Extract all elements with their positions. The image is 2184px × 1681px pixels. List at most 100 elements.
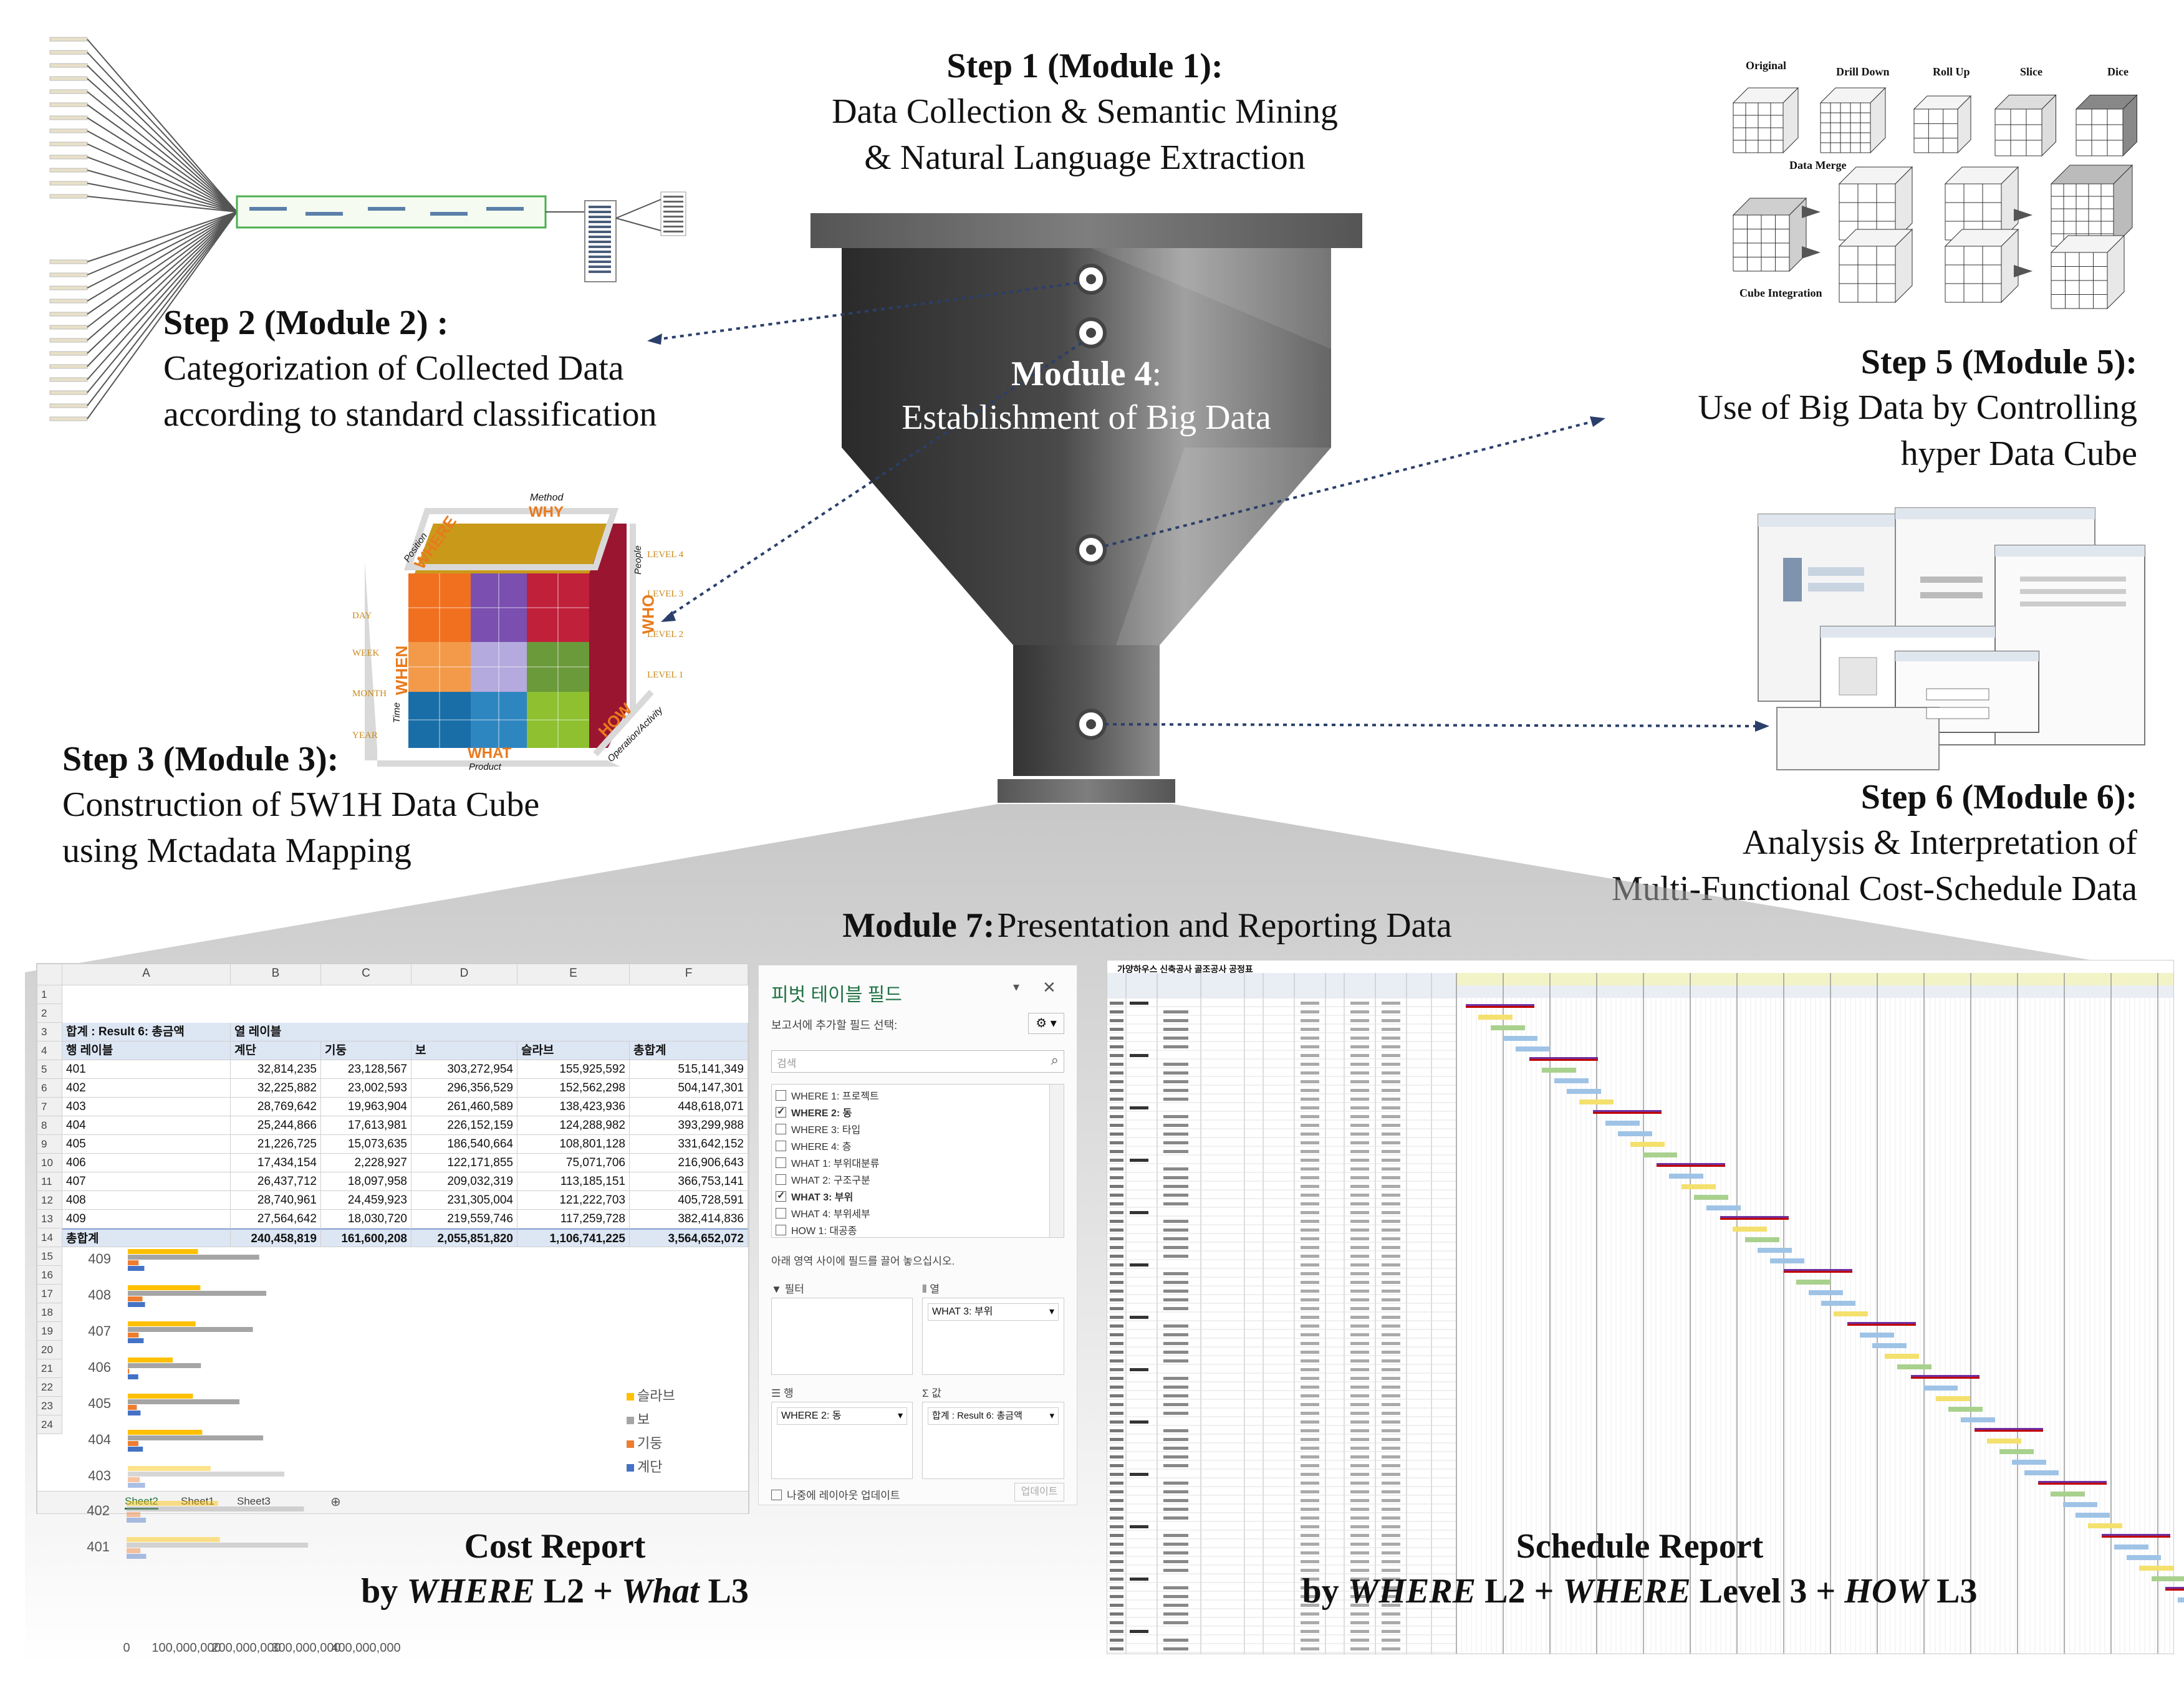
pivot-columns-area[interactable]: ⦀ 열 WHAT 3: 부위▾ (922, 1280, 1064, 1375)
total-cell[interactable]: 161,600,208 (321, 1228, 411, 1247)
total-cell[interactable]: 3,564,652,072 (630, 1228, 748, 1247)
pivot-field-item[interactable]: WHERE 2: 동 (776, 1103, 1060, 1122)
checkbox[interactable] (776, 1103, 786, 1120)
pivot-close-icon[interactable]: ✕ (1042, 978, 1056, 997)
select-all-corner[interactable] (37, 964, 62, 985)
row-number[interactable]: 12 (37, 1191, 62, 1210)
pivot-values-item[interactable]: 합계 : Result 6: 총금액▾ (928, 1407, 1059, 1425)
table-cell[interactable]: 32,814,235 (231, 1060, 321, 1079)
table-cell[interactable]: 17,434,154 (231, 1154, 321, 1172)
column-header[interactable]: B (231, 964, 321, 985)
pivot-field-item[interactable]: WHAT 2: 구조구분 (776, 1172, 1060, 1189)
row-number[interactable]: 14 (37, 1228, 62, 1247)
table-cell[interactable]: 138,423,936 (517, 1098, 630, 1116)
table-cell[interactable]: 17,613,981 (321, 1116, 411, 1135)
checkbox[interactable] (776, 1141, 786, 1152)
table-cell[interactable]: 2,228,927 (321, 1154, 411, 1172)
row-number[interactable]: 3 (37, 1023, 62, 1042)
table-cell[interactable]: 18,097,958 (321, 1172, 411, 1191)
table-cell[interactable]: 186,540,664 (411, 1135, 517, 1154)
column-header[interactable]: E (517, 964, 630, 985)
row-number[interactable]: 5 (37, 1060, 62, 1079)
checkbox[interactable] (776, 1174, 786, 1185)
table-cell[interactable]: 331,642,152 (630, 1135, 748, 1154)
pivot-rows-item[interactable]: WHERE 2: 동▾ (777, 1407, 907, 1425)
table-cell[interactable]: 113,185,151 (517, 1172, 630, 1191)
table-cell[interactable]: 448,618,071 (630, 1098, 748, 1116)
table-cell[interactable]: 18,030,720 (321, 1210, 411, 1228)
row-number[interactable]: 24 (37, 1415, 62, 1434)
table-cell[interactable]: 23,002,593 (321, 1079, 411, 1098)
table-cell[interactable]: 19,963,904 (321, 1098, 411, 1116)
row-number[interactable]: 19 (37, 1322, 62, 1341)
table-cell[interactable]: 108,801,128 (517, 1135, 630, 1154)
pivot-update-button[interactable]: 업데이트 (1014, 1483, 1064, 1501)
pivot-column-header[interactable]: 기둥 (321, 1042, 411, 1060)
checkbox[interactable] (776, 1187, 786, 1204)
table-cell[interactable]: 404 (62, 1116, 231, 1135)
row-number[interactable]: 8 (37, 1116, 62, 1135)
row-number[interactable]: 20 (37, 1341, 62, 1359)
table-cell[interactable]: 382,414,836 (630, 1210, 748, 1228)
pivot-dropdown-icon[interactable]: ▾ (1013, 980, 1020, 994)
pivot-column-header[interactable]: 보 (411, 1042, 517, 1060)
table-cell[interactable]: 231,305,004 (411, 1191, 517, 1210)
table-cell[interactable]: 402 (62, 1079, 231, 1098)
row-number[interactable]: 23 (37, 1397, 62, 1415)
pivot-field-item[interactable]: WHAT 1: 부위대분류 (776, 1156, 1060, 1172)
row-number[interactable]: 16 (37, 1266, 62, 1285)
total-cell[interactable]: 1,106,741,225 (517, 1228, 630, 1247)
table-cell[interactable]: 121,222,703 (517, 1191, 630, 1210)
row-number[interactable]: 6 (37, 1079, 62, 1098)
sheet-tab[interactable]: Sheet3 (237, 1495, 271, 1507)
pivot-column-header[interactable]: 계단 (231, 1042, 321, 1060)
checkbox[interactable] (776, 1157, 786, 1169)
row-number[interactable]: 11 (37, 1172, 62, 1191)
pivot-column-header[interactable]: 총합계 (630, 1042, 748, 1060)
pivot-row-label[interactable]: 행 레이블 (62, 1042, 231, 1060)
pivot-columns-item[interactable]: WHAT 3: 부위▾ (928, 1303, 1059, 1321)
table-cell[interactable]: 303,272,954 (411, 1060, 517, 1079)
table-cell[interactable]: 117,259,728 (517, 1210, 630, 1228)
row-number[interactable]: 13 (37, 1210, 62, 1228)
pivot-defer-checkbox[interactable]: 나중에 레이아웃 업데이트 (771, 1487, 900, 1502)
pivot-field-item[interactable]: WHERE 1: 프로젝트 (776, 1088, 1060, 1105)
row-number[interactable]: 21 (37, 1359, 62, 1378)
pivot-field-scrollbar[interactable] (1049, 1085, 1064, 1237)
pivot-column-label[interactable]: 열 레이블 (231, 1023, 748, 1042)
pivot-search-input[interactable]: 검색 ⌕ (771, 1050, 1064, 1073)
row-number[interactable]: 7 (37, 1098, 62, 1116)
column-header[interactable]: C (321, 964, 411, 985)
table-cell[interactable]: 15,073,635 (321, 1135, 411, 1154)
column-header[interactable]: F (630, 964, 748, 985)
row-number[interactable]: 22 (37, 1378, 62, 1397)
pivot-field-item[interactable]: WHERE 3: 타입 (776, 1122, 1060, 1139)
column-header[interactable]: D (411, 964, 517, 985)
table-cell[interactable]: 405 (62, 1135, 231, 1154)
pivot-sum-label[interactable]: 합계 : Result 6: 총금액 (62, 1023, 231, 1042)
row-number[interactable]: 10 (37, 1154, 62, 1172)
table-cell[interactable]: 152,562,298 (517, 1079, 630, 1098)
table-cell[interactable]: 27,564,642 (231, 1210, 321, 1228)
table-cell[interactable]: 403 (62, 1098, 231, 1116)
table-cell[interactable]: 261,460,589 (411, 1098, 517, 1116)
table-cell[interactable]: 407 (62, 1172, 231, 1191)
row-number[interactable]: 4 (37, 1042, 62, 1060)
table-cell[interactable]: 75,071,706 (517, 1154, 630, 1172)
sheet-tab[interactable]: Sheet2 (125, 1495, 158, 1510)
table-cell[interactable]: 393,299,988 (630, 1116, 748, 1135)
table-cell[interactable]: 24,459,923 (321, 1191, 411, 1210)
table-cell[interactable]: 28,769,642 (231, 1098, 321, 1116)
table-cell[interactable]: 504,147,301 (630, 1079, 748, 1098)
table-cell[interactable]: 216,906,643 (630, 1154, 748, 1172)
table-cell[interactable]: 209,032,319 (411, 1172, 517, 1191)
pivot-values-area[interactable]: Σ 값 합계 : Result 6: 총금액▾ (922, 1384, 1064, 1479)
pivot-field-item[interactable]: WHAT 4: 부위세부 (776, 1206, 1060, 1223)
table-cell[interactable]: 21,226,725 (231, 1135, 321, 1154)
pivot-field-item[interactable]: WHERE 4: 층 (776, 1139, 1060, 1156)
checkbox[interactable] (776, 1208, 786, 1219)
table-cell[interactable]: 25,244,866 (231, 1116, 321, 1135)
checkbox[interactable] (776, 1225, 786, 1236)
